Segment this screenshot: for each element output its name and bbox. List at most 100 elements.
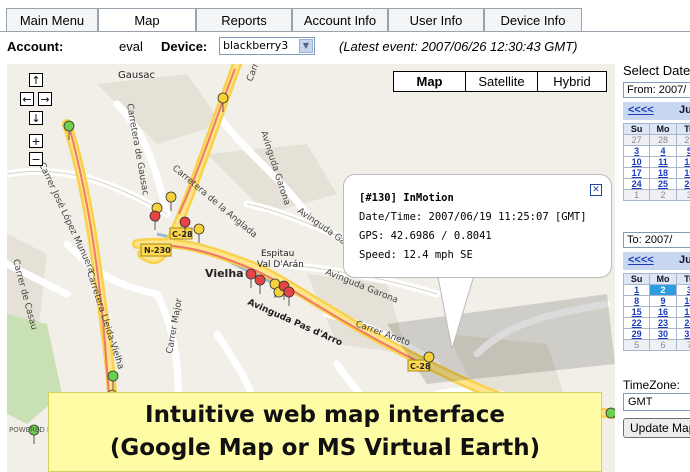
from-calendar-day[interactable]: 11 <box>649 156 677 168</box>
label-vielha: Vielha <box>205 267 244 280</box>
map-type-hybrid-button[interactable]: Hybrid <box>537 71 607 92</box>
weekday-label: Mo <box>649 273 677 285</box>
tab-main-menu[interactable]: Main Menu <box>6 8 98 32</box>
timezone-select[interactable]: GMT <box>623 393 690 411</box>
label-val-d-aran: Val D'Arán <box>257 260 304 270</box>
pan-up-icon[interactable]: ↑ <box>29 73 43 87</box>
from-calendar-nav: <<<< Ju <box>623 102 690 120</box>
to-calendar-day[interactable]: 16 <box>649 306 677 318</box>
from-date-field[interactable]: From: 2007/ <box>623 82 690 98</box>
from-calendar-day: 28 <box>649 134 677 146</box>
to-calendar-day: 7 <box>675 339 690 351</box>
from-calendar-day[interactable]: 19 <box>675 167 690 179</box>
to-weekday-header: SuMoTu <box>622 273 690 285</box>
device-select-value: blackberry3 <box>223 39 289 52</box>
from-calendar-day: 1 <box>622 189 651 201</box>
from-calendar-day[interactable]: 5 <box>675 145 690 157</box>
to-calendar-grid: SuMoTu1238910151617222324293031567 <box>622 273 690 351</box>
to-calendar-day[interactable]: 22 <box>622 317 651 329</box>
to-calendar-week: 8910 <box>622 295 690 307</box>
map-type-map-button[interactable]: Map <box>393 71 466 92</box>
tab-reports[interactable]: Reports <box>196 8 292 32</box>
to-calendar-day[interactable]: 2 <box>649 284 677 296</box>
from-calendar-day: 2 <box>649 189 677 201</box>
caption-line-1: Intuitive web map interface <box>145 402 505 428</box>
from-calendar-day[interactable]: 4 <box>649 145 677 157</box>
account-label: Account: <box>7 39 64 54</box>
to-calendar-day[interactable]: 30 <box>649 328 677 340</box>
from-calendar-week: 242526 <box>622 178 690 190</box>
to-calendar-day[interactable]: 8 <box>622 295 651 307</box>
from-calendar-day: 3 <box>675 189 690 201</box>
to-calendar-day: 6 <box>649 339 677 351</box>
from-weekday-header: SuMoTu <box>622 123 690 135</box>
popup-datetime: Date/Time: 2007/06/19 11:25:07 [GMT] <box>359 211 587 223</box>
to-calendar-day[interactable]: 24 <box>675 317 690 329</box>
account-row: Account: eval Device: blackberry3 ▼ (Lat… <box>0 36 690 58</box>
label-gausac: Gausac <box>118 70 155 81</box>
tab-user-info[interactable]: User Info <box>388 8 484 32</box>
timezone-label: TimeZone: <box>623 378 680 392</box>
to-calendar-day[interactable]: 10 <box>675 295 690 307</box>
powered-by-text: POWERED BY <box>9 426 56 434</box>
from-prev-month-link[interactable]: <<<< <box>628 104 654 116</box>
zoom-out-icon[interactable]: − <box>29 152 43 166</box>
to-date-field[interactable]: To: 2007/ <box>623 232 690 248</box>
label-c28-a: C-28 <box>172 230 193 239</box>
to-calendar-day[interactable]: 1 <box>622 284 651 296</box>
tab-map[interactable]: Map <box>98 8 196 32</box>
to-calendar-day[interactable]: 17 <box>675 306 690 318</box>
weekday-label: Su <box>622 123 651 135</box>
chevron-down-icon[interactable]: ▼ <box>299 39 313 53</box>
to-calendar-day[interactable]: 9 <box>649 295 677 307</box>
to-calendar-day[interactable]: 3 <box>675 284 690 296</box>
event-info-popup: [#130] InMotion Date/Time: 2007/06/19 11… <box>343 174 612 278</box>
label-n230: N-230 <box>144 246 171 255</box>
from-calendar-day[interactable]: 26 <box>675 178 690 190</box>
from-calendar-day[interactable]: 10 <box>622 156 651 168</box>
weekday-label: Tu <box>675 273 690 285</box>
device-select[interactable]: blackberry3 ▼ <box>219 37 315 55</box>
from-calendar-week: 272829 <box>622 134 690 146</box>
from-calendar-grid: SuMoTu272829345101112171819242526123 <box>622 123 690 201</box>
from-calendar-day: 29 <box>675 134 690 146</box>
to-calendar-day: 5 <box>622 339 651 351</box>
pan-left-icon[interactable]: ← <box>20 92 34 106</box>
from-calendar-week: 101112 <box>622 156 690 168</box>
to-month-label: Ju <box>679 254 690 266</box>
to-calendar-week: 151617 <box>622 306 690 318</box>
to-calendar-nav: <<<< Ju <box>623 252 690 270</box>
tab-device-info[interactable]: Device Info <box>484 8 582 32</box>
from-calendar-day[interactable]: 25 <box>649 178 677 190</box>
from-calendar-week: 171819 <box>622 167 690 179</box>
caption-line-2: (Google Map or MS Virtual Earth) <box>109 435 541 461</box>
update-map-button[interactable]: Update Map <box>623 418 690 438</box>
to-calendar-day[interactable]: 23 <box>649 317 677 329</box>
device-label: Device: <box>161 39 208 54</box>
zoom-in-icon[interactable]: + <box>29 134 43 148</box>
pan-right-icon[interactable]: → <box>38 92 52 106</box>
main-tab-bar: Main Menu Map Reports Account Info User … <box>0 0 690 32</box>
to-prev-month-link[interactable]: <<<< <box>628 254 654 266</box>
to-calendar-day[interactable]: 31 <box>675 328 690 340</box>
popup-title: [#130] InMotion <box>359 192 454 204</box>
latest-event-text: (Latest event: 2007/06/26 12:30:43 GMT) <box>339 39 578 54</box>
to-calendar-day[interactable]: 15 <box>622 306 651 318</box>
popup-gps: GPS: 42.6986 / 0.8041 <box>359 230 492 242</box>
from-calendar-day[interactable]: 18 <box>649 167 677 179</box>
account-value: eval <box>119 39 143 54</box>
from-calendar-day[interactable]: 24 <box>622 178 651 190</box>
from-calendar-day[interactable]: 17 <box>622 167 651 179</box>
from-calendar-day[interactable]: 12 <box>675 156 690 168</box>
to-calendar-week: 222324 <box>622 317 690 329</box>
tab-account-info[interactable]: Account Info <box>292 8 388 32</box>
map-type-satellite-button[interactable]: Satellite <box>465 71 538 92</box>
feature-caption: Intuitive web map interface (Google Map … <box>48 392 602 472</box>
pan-down-icon[interactable]: ↓ <box>29 111 43 125</box>
to-calendar-day[interactable]: 29 <box>622 328 651 340</box>
from-calendar-day[interactable]: 3 <box>622 145 651 157</box>
close-icon[interactable]: ✕ <box>590 184 602 196</box>
